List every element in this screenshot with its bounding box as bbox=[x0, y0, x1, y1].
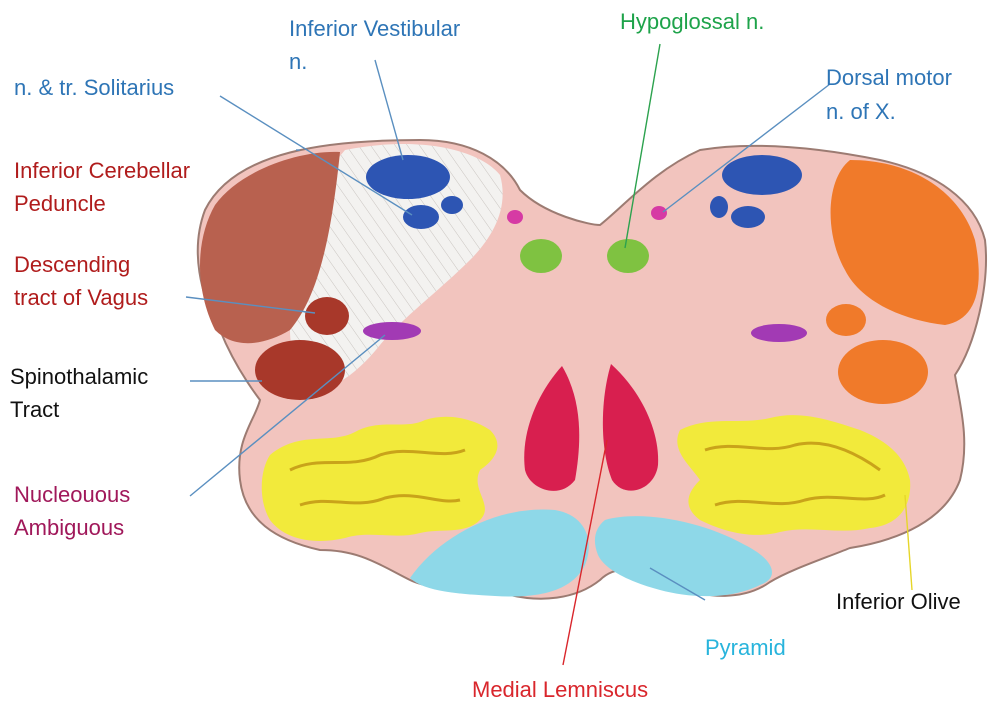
label-hypoglossal: Hypoglossal n. bbox=[620, 8, 764, 36]
descending-tract-vagus-right bbox=[826, 304, 866, 336]
label-dorsal-motor-line2: n. of X. bbox=[826, 98, 896, 126]
solitarius-right-a bbox=[731, 206, 765, 228]
label-dorsal-motor-line1: Dorsal motor bbox=[826, 64, 952, 92]
label-pyramid: Pyramid bbox=[705, 634, 786, 662]
label-spinothalamic-line2: Tract bbox=[10, 396, 59, 424]
label-inferior-vestibular-line2: n. bbox=[289, 48, 307, 76]
label-inferior-cerebellar-line1: Inferior Cerebellar bbox=[14, 157, 190, 185]
hypoglossal-nucleus-right bbox=[607, 239, 649, 273]
solitarius-left-a bbox=[403, 205, 439, 229]
solitarius-left-b bbox=[441, 196, 463, 214]
inferior-vestibular-nucleus-right bbox=[722, 155, 802, 195]
label-inferior-olive: Inferior Olive bbox=[836, 588, 961, 616]
hypoglossal-nucleus-left bbox=[520, 239, 562, 273]
nucleus-ambiguus-left bbox=[363, 322, 421, 340]
label-medial-lemniscus: Medial Lemniscus bbox=[472, 676, 648, 704]
solitarius-right-b bbox=[710, 196, 728, 218]
inferior-vestibular-nucleus-left bbox=[366, 155, 450, 199]
label-inferior-cerebellar-line2: Peduncle bbox=[14, 190, 106, 218]
descending-tract-vagus-left bbox=[305, 297, 349, 335]
label-ambiguous-line2: Ambiguous bbox=[14, 514, 124, 542]
label-spinothalamic-line1: Spinothalamic bbox=[10, 363, 148, 391]
label-solitarius: n. & tr. Solitarius bbox=[14, 74, 174, 102]
dorsal-motor-x-right bbox=[651, 206, 667, 220]
label-inferior-vestibular-line1: Inferior Vestibular bbox=[289, 15, 460, 43]
nucleus-ambiguus-right bbox=[751, 324, 807, 342]
spinothalamic-tract-left bbox=[255, 340, 345, 400]
dorsal-motor-x-left bbox=[507, 210, 523, 224]
label-ambiguous-line1: Nucleouous bbox=[14, 481, 130, 509]
spinothalamic-tract-right bbox=[838, 340, 928, 404]
label-descending-vagus-line2: tract of Vagus bbox=[14, 284, 148, 312]
label-descending-vagus-line1: Descending bbox=[14, 251, 130, 279]
